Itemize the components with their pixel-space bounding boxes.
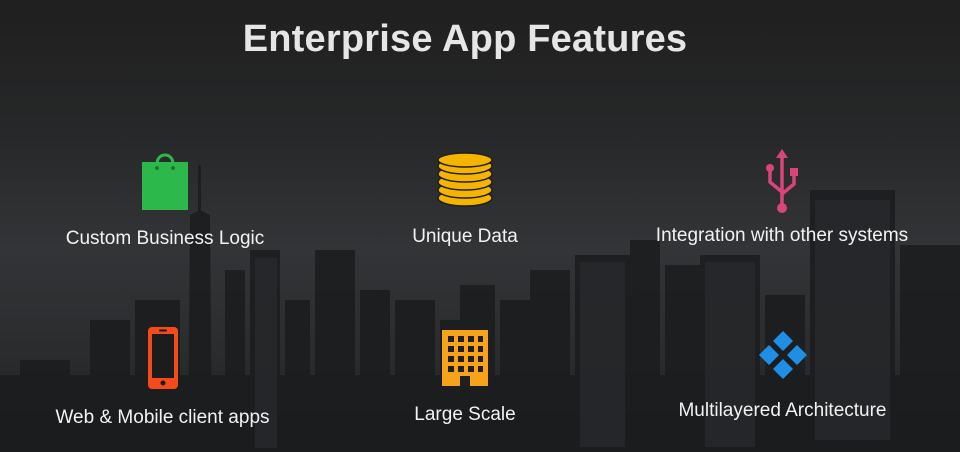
feature-web-mobile: Web & Mobile client apps (20, 325, 305, 429)
shopping-bag-icon (40, 150, 290, 218)
slide-title: Enterprise App Features (242, 18, 688, 60)
mobile-phone-icon (20, 325, 305, 397)
feature-label: Multilayered Architecture (678, 400, 887, 421)
feature-multilayered-architecture: Multilayered Architecture (640, 330, 925, 422)
usb-icon (622, 148, 942, 220)
feature-integration: Integration with other systems (622, 148, 942, 247)
feature-label: Web & Mobile client apps (55, 407, 270, 428)
feature-large-scale: Large Scale (390, 328, 540, 426)
feature-label: Unique Data (412, 226, 518, 247)
feature-label: Custom Business Logic (65, 228, 265, 249)
feature-label: Large Scale (414, 404, 516, 425)
building-icon (390, 328, 540, 394)
diamond-grid-icon (640, 330, 925, 388)
database-coins-icon (385, 152, 545, 214)
feature-unique-data: Unique Data (385, 152, 545, 248)
feature-label: Integration with other systems (655, 225, 909, 246)
feature-custom-business-logic: Custom Business Logic (40, 150, 290, 250)
